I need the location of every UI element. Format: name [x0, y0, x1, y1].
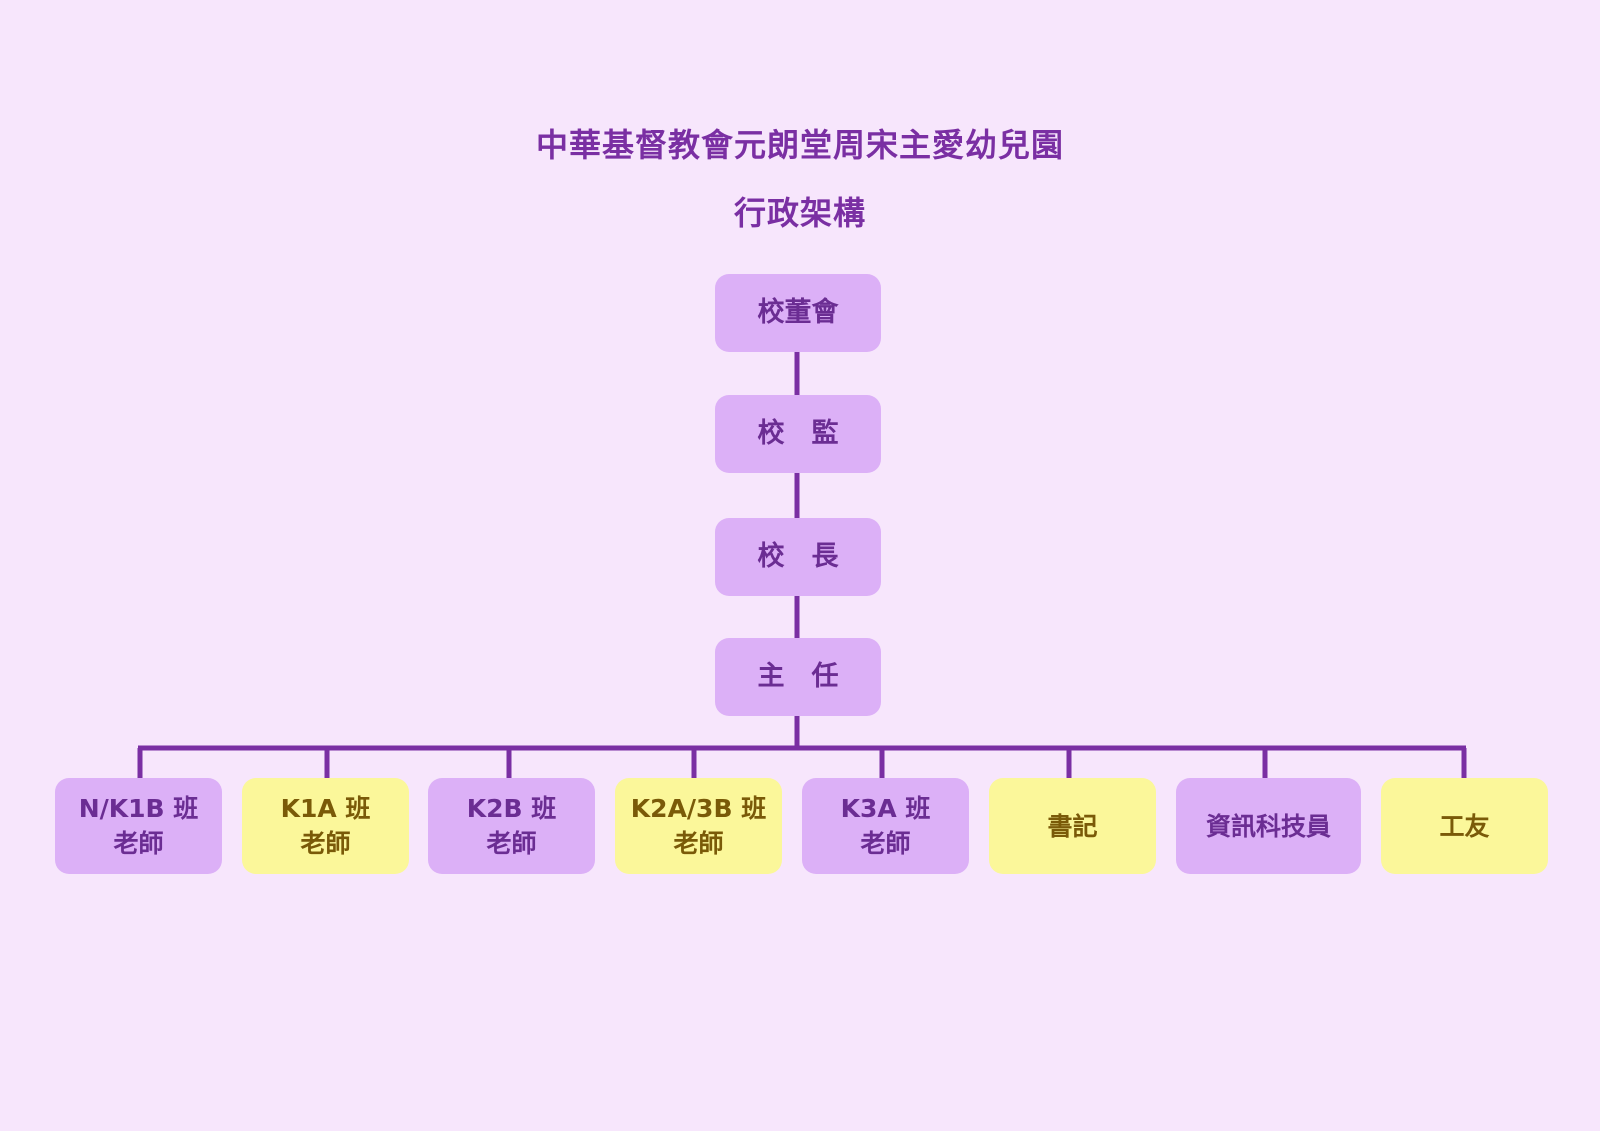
- leaf-clerk: 書記: [989, 778, 1156, 874]
- leaf-line1: K1A 班: [280, 794, 371, 823]
- node-principal: 校 長: [715, 518, 881, 596]
- leaf-line1: K2B 班: [466, 794, 557, 823]
- chart-subtitle: 行政架構: [733, 194, 866, 232]
- leaf-k3a-teacher: K3A 班 老師: [802, 778, 969, 874]
- leaf-line1: N/K1B 班: [78, 794, 199, 823]
- node-label: 校 長: [757, 541, 839, 573]
- node-school-board: 校董會: [715, 274, 881, 352]
- leaf-line2: 老師: [300, 829, 351, 858]
- leaf-line2: 老師: [486, 829, 537, 858]
- node-label: 校董會: [757, 297, 839, 329]
- leaf-line1: 工友: [1439, 811, 1490, 841]
- leaf-k1a-teacher: K1A 班 老師: [242, 778, 409, 874]
- node-director: 主 任: [715, 638, 881, 716]
- leaf-line2: 老師: [113, 829, 164, 858]
- leaf-k2b-teacher: K2B 班 老師: [428, 778, 595, 874]
- leaf-k2a3b-teacher: K2A/3B 班 老師: [615, 778, 782, 874]
- leaf-line2: 老師: [860, 829, 911, 858]
- leaf-janitor: 工友: [1381, 778, 1548, 874]
- chart-title: 中華基督教會元朗堂周宋主愛幼兒園: [535, 126, 1064, 164]
- leaf-line1: 書記: [1047, 811, 1098, 841]
- node-label: 校 監: [757, 418, 839, 450]
- leaf-line1: K2A/3B 班: [630, 794, 767, 823]
- node-label: 主 任: [757, 661, 839, 693]
- leaf-nk1b-teacher: N/K1B 班 老師: [55, 778, 222, 874]
- leaf-line1: K3A 班: [840, 794, 931, 823]
- leaf-line2: 老師: [673, 829, 724, 858]
- node-supervisor: 校 監: [715, 395, 881, 473]
- leaf-line1: 資訊科技員: [1205, 811, 1331, 841]
- leaf-it-technician: 資訊科技員: [1176, 778, 1361, 874]
